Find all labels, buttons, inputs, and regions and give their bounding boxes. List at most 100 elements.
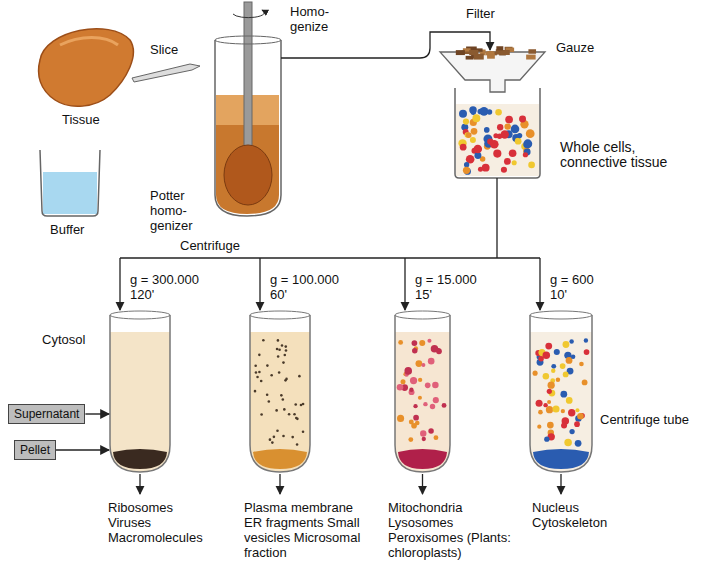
particle [400,379,405,384]
particle [418,396,422,400]
particle [524,143,529,148]
supernatant-liquid [395,332,450,472]
part-label: Centrifuge tube [600,412,690,427]
fraction-label: Ribosomes Viruses Macromolecules [108,500,212,545]
particle [278,348,281,351]
particle [436,348,442,354]
part-label: Filter [466,6,495,21]
particle [505,116,513,124]
pointer-arrow [85,413,109,414]
buffer-liquid [43,172,97,214]
particle [420,430,426,436]
particle [470,137,476,143]
particle [302,431,305,434]
particle [469,106,476,113]
particle [277,339,280,342]
pellet [253,449,307,469]
particle [412,340,418,346]
particle [288,413,291,416]
centrifuge-setting: g = 300.000 [130,272,199,287]
part-label: Cytosol [42,332,85,347]
particle [260,413,263,416]
pestle-head [224,145,272,205]
particle [285,378,288,381]
particle [282,398,285,401]
particle [582,379,588,385]
particle [266,394,269,397]
particle [511,125,520,134]
particle [544,437,549,442]
particle [484,127,490,133]
particle [526,129,535,138]
particle [584,338,588,342]
particle [501,130,509,138]
particle [546,406,553,413]
particle [571,355,575,359]
particle [266,364,269,367]
particle [397,415,404,422]
centrifuge-setting: g = 100.000 [270,272,339,287]
particle [415,360,422,367]
pestle-rod [244,2,252,152]
gauze-bit [496,46,503,50]
particle [543,352,551,360]
particle [577,413,584,420]
tube-rim [250,311,310,319]
gauze-bit [528,49,536,53]
particle [294,403,297,406]
particle [278,371,281,374]
particle [568,409,575,416]
particle [427,339,431,343]
tube-rim [110,311,170,319]
particle [281,344,284,347]
particle [460,144,467,151]
transfer-line [281,32,490,58]
particle [273,436,276,439]
particle [504,123,510,129]
gauze-bit [469,50,478,55]
result-arrow [560,474,561,494]
particle [283,354,286,357]
part-label: Tissue [62,112,100,127]
particle [482,164,490,172]
particle [428,358,435,365]
particle [283,408,286,411]
fraction-label: Plasma membrane ER fragments Small vesic… [244,500,364,560]
part-label: Whole cells, connective tissue [560,140,680,170]
pellet [533,449,589,469]
tube-glass [250,315,310,472]
callout-box: Supernatant [8,404,85,424]
particle [543,403,547,407]
particle [425,382,431,388]
part-label: Gauze [556,40,594,55]
pointer-arrow [56,449,109,450]
tube-glass [395,315,450,472]
particle [404,367,412,375]
particle [432,382,439,389]
particle [579,362,584,367]
particle [408,437,413,442]
particle [436,348,440,352]
filtrate-particles [458,106,535,175]
centrifuge-tube: g = 15.00015' [395,272,477,470]
tube-glass [110,315,170,472]
particle [271,441,274,444]
particle [556,377,561,382]
gauze-residue [456,46,536,59]
particle [280,394,283,397]
particle [423,402,427,406]
centrifuge-setting: g = 15.000 [415,272,477,287]
centrifuge-setting: g = 600 [550,272,594,287]
particle [563,341,570,348]
fraction-label: Nucleus Cytoskeleton [532,500,642,530]
filter-beaker [455,88,540,178]
particle [551,364,556,369]
particle [472,114,480,122]
particle [282,435,285,438]
particle [463,167,470,174]
particle [418,378,422,382]
particle [561,423,567,429]
particle [474,145,483,154]
particle [497,124,503,130]
